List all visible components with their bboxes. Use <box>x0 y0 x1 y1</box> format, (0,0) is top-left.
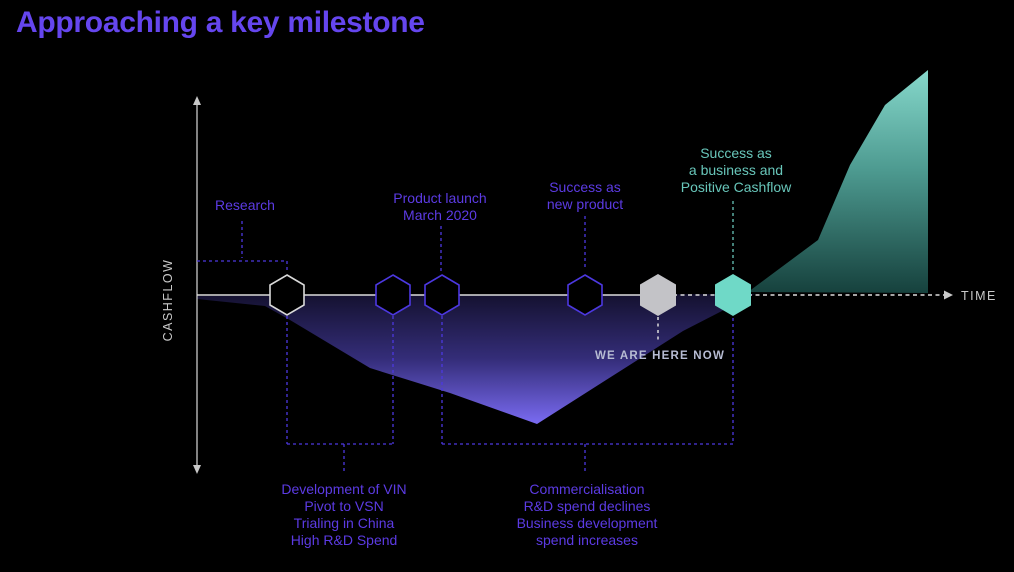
label-product-launch-line1: Product launch <box>393 190 486 206</box>
milestone-hex-product-launch <box>424 274 460 316</box>
milestone-hex-success-product <box>567 274 603 316</box>
cashflow-axis-arrow-up <box>193 96 201 105</box>
milestone-hex-current <box>640 274 676 316</box>
label-commercialisation-block: Commercialisation R&D spend declines Bus… <box>517 481 658 548</box>
label-product-launch-line2: March 2020 <box>403 207 477 223</box>
label-development-line3: Trialing in China <box>294 515 395 531</box>
milestone-hex-success-business <box>715 274 751 316</box>
label-success-product-line1: Success as <box>549 179 621 195</box>
cashflow-axis-arrow-down <box>193 465 201 474</box>
label-development-line1: Development of VIN <box>281 481 406 497</box>
research-leader-line <box>197 221 288 272</box>
label-commercialisation-line1: Commercialisation <box>529 481 644 497</box>
label-development-line4: High R&D Spend <box>291 532 398 548</box>
label-success-business-line2: a business and <box>689 162 783 178</box>
time-axis-label: TIME <box>961 289 997 303</box>
label-we-are-here-now: WE ARE HERE NOW <box>595 350 725 362</box>
label-success-business-line3: Positive Cashflow <box>681 179 792 195</box>
label-development-line2: Pivot to VSN <box>304 498 383 514</box>
label-success-product: Success as new product <box>547 179 623 212</box>
label-success-business-line1: Success as <box>700 145 772 161</box>
label-success-business: Success as a business and Positive Cashf… <box>681 145 792 195</box>
label-research: Research <box>215 197 275 213</box>
label-product-launch: Product launch March 2020 <box>393 190 486 223</box>
cashflow-axis-label: CASHFLOW <box>161 259 175 342</box>
commercialisation-bracket <box>441 316 734 472</box>
time-axis-arrow <box>944 290 953 300</box>
positive-cashflow-area <box>748 70 928 293</box>
milestone-hex-development <box>375 274 411 316</box>
label-development-block: Development of VIN Pivot to VSN Trialing… <box>281 481 406 548</box>
label-commercialisation-line4: spend increases <box>536 532 638 548</box>
label-success-product-line2: new product <box>547 196 623 212</box>
label-commercialisation-line2: R&D spend declines <box>524 498 651 514</box>
slide-title: Approaching a key milestone <box>16 6 425 39</box>
milestone-hex-research <box>269 274 305 316</box>
label-commercialisation-line3: Business development <box>517 515 658 531</box>
negative-cashflow-area <box>197 294 755 424</box>
